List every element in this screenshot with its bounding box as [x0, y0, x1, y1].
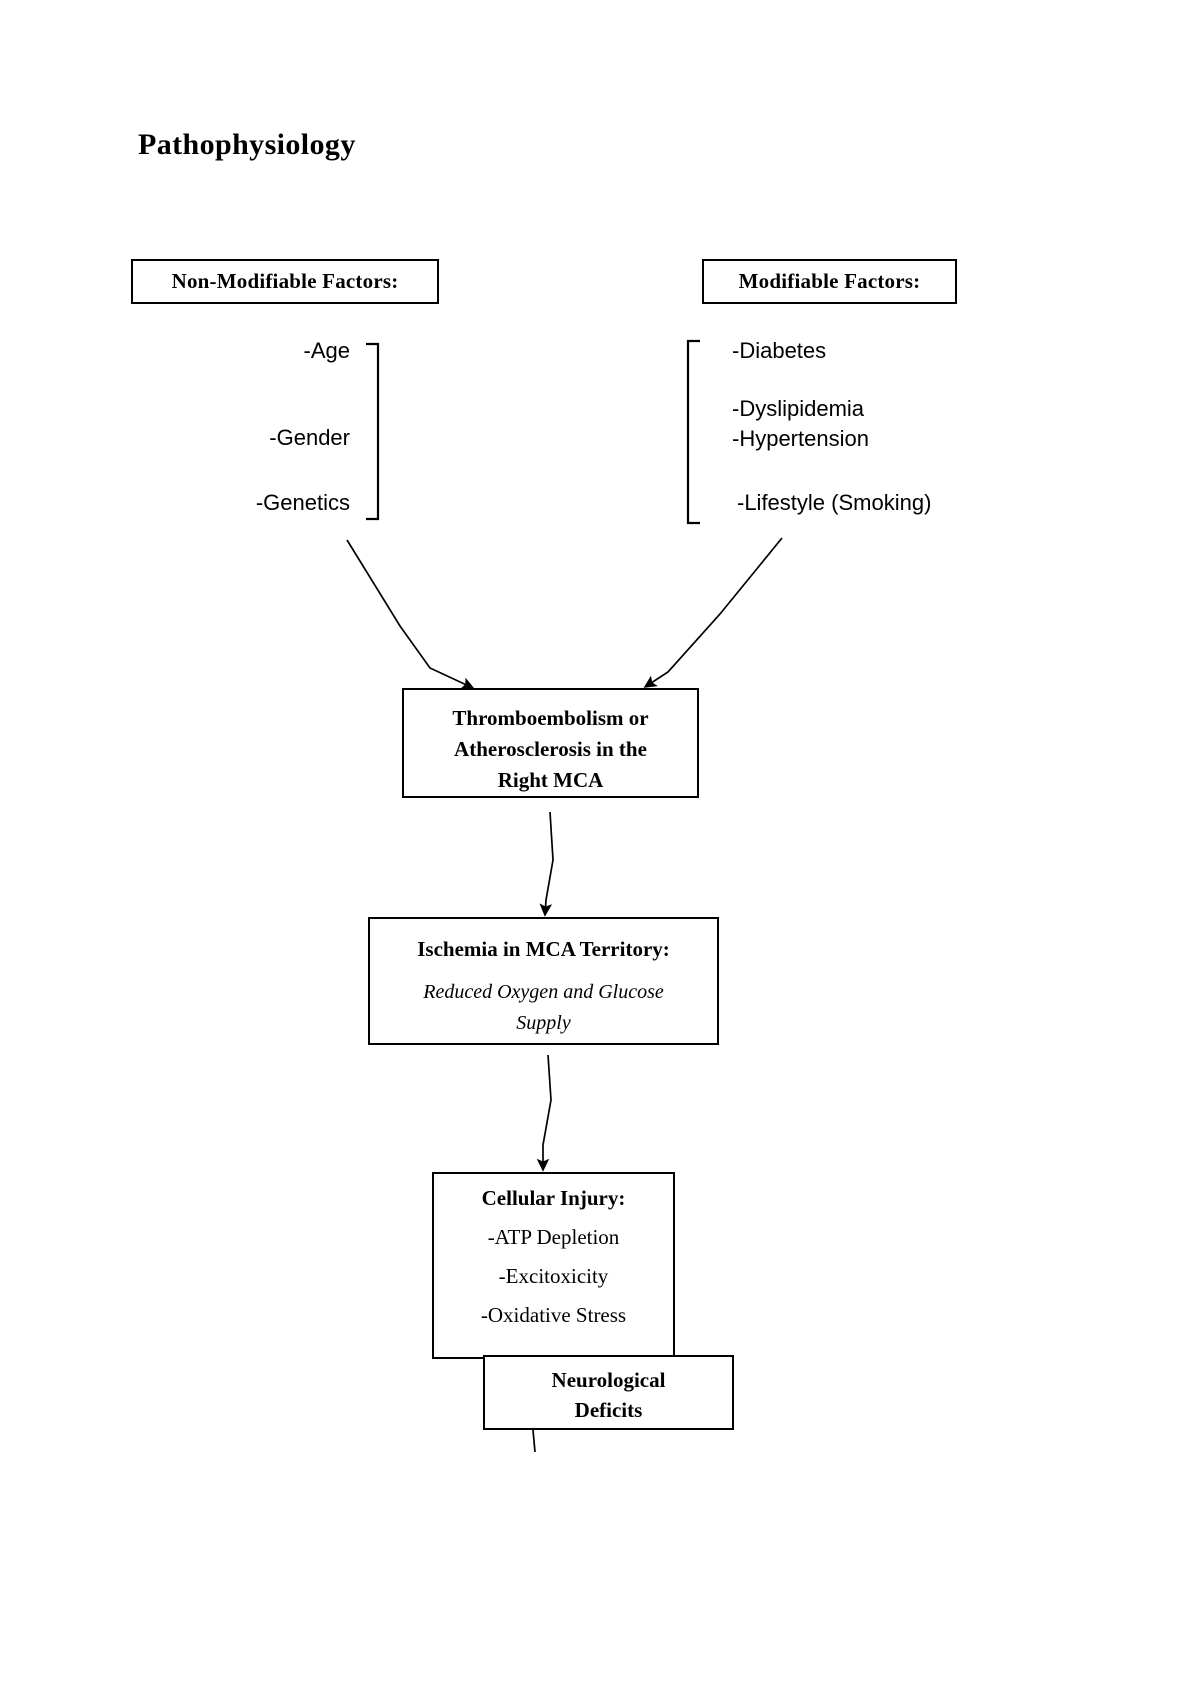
ischemia-title: Ischemia in MCA Territory:: [417, 937, 670, 961]
factor-item-age: -Age: [303, 338, 350, 363]
cellular-injury-item-oxidative-stress: -Oxidative Stress: [480, 1303, 627, 1327]
thromboembolism-box: Thromboembolism or Atherosclerosis in th…: [402, 688, 699, 798]
modifiable-factors-header-box: Modifiable Factors:: [702, 259, 957, 304]
arrow-ischemia-to-cellular-injury: [536, 1054, 552, 1172]
cellular-injury-title: Cellular Injury:: [481, 1186, 626, 1210]
thromboembolism-line-2: Atherosclerosis in the: [454, 737, 647, 761]
modifiable-factors-label: Modifiable Factors:: [738, 269, 921, 293]
neurological-deficits-box: Neurological Deficits: [483, 1355, 734, 1430]
factor-item-hypertension: -Hypertension: [732, 426, 869, 451]
non-modifiable-factors-label: Non-Modifiable Factors:: [171, 269, 399, 293]
cellular-injury-item-atp-depletion: -ATP Depletion: [487, 1225, 620, 1249]
ischemia-box: Ischemia in MCA Territory: Reduced Oxyge…: [368, 917, 719, 1045]
arrow-right-factors-to-thromboembolism: [643, 537, 783, 688]
arrow-thromboembolism-to-ischemia: [539, 811, 554, 917]
left-factors-bracket: [366, 342, 380, 521]
factor-item-gender: -Gender: [269, 425, 350, 450]
ischemia-detail-line-2: Supply: [516, 1012, 571, 1034]
thromboembolism-line-1: Thromboembolism or: [452, 706, 649, 730]
arrow-left-factors-to-thromboembolism: [346, 539, 475, 689]
factor-item-dyslipidemia: -Dyslipidemia: [732, 396, 865, 421]
page-title: Pathophysiology: [138, 128, 356, 161]
thromboembolism-line-3: Right MCA: [497, 768, 604, 792]
right-factors-bracket: [686, 339, 700, 525]
non-modifiable-factors-header-box: Non-Modifiable Factors:: [131, 259, 439, 304]
factor-item-lifestyle-smoking: -Lifestyle (Smoking): [737, 490, 932, 515]
neurological-deficits-line-2: Deficits: [574, 1398, 643, 1422]
cellular-injury-box: Cellular Injury: -ATP Depletion -Excitox…: [432, 1172, 675, 1359]
ischemia-detail-line-1: Reduced Oxygen and Glucose: [423, 981, 664, 1003]
cellular-injury-item-excitoxicity: -Excitoxicity: [498, 1264, 609, 1288]
factor-item-genetics: -Genetics: [255, 490, 350, 515]
neurological-deficits-line-1: Neurological: [551, 1368, 666, 1392]
factor-item-diabetes: -Diabetes: [732, 338, 827, 363]
